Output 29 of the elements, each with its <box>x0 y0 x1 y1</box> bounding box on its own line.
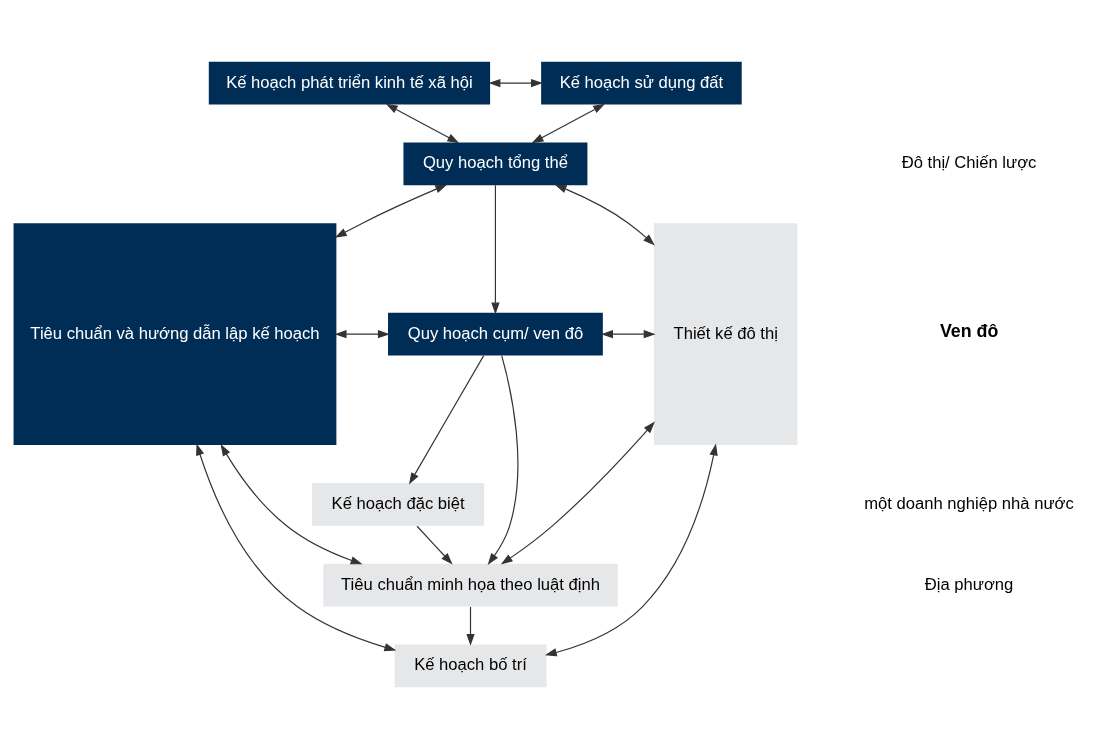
node-box: Quy hoạch cụm/ ven đô <box>388 312 603 356</box>
label: Địa phương <box>924 574 1014 594</box>
arrow <box>500 421 655 565</box>
arrow <box>334 184 448 238</box>
arrow <box>416 525 453 565</box>
node-box: Kế hoạch đặc biệt <box>312 483 485 526</box>
node-box: Kế hoạch phát triển kinh tế xã hội <box>208 61 491 105</box>
label: Ven đô <box>939 321 999 342</box>
arrow <box>531 103 606 144</box>
arrow <box>334 330 390 339</box>
node-box: Kế hoạch sử dụng đất <box>541 61 742 105</box>
label: một doanh nghiệp nhà nước <box>864 493 1074 513</box>
arrow <box>487 355 519 565</box>
arrow <box>488 78 543 88</box>
arrow <box>220 444 363 565</box>
arrow <box>601 330 656 339</box>
arrow <box>196 443 397 652</box>
node-box: Tiêu chuẩn và hướng dẫn lập kế hoạch <box>13 223 337 446</box>
arrow <box>385 103 460 144</box>
node-box: Kế hoạch bố trí <box>394 644 547 688</box>
arrow <box>554 184 655 246</box>
node-box: Thiết kế đô thị <box>653 223 798 446</box>
label: Đô thị/ Chiến lược <box>901 153 1037 173</box>
arrow <box>491 184 500 315</box>
arrow <box>466 606 475 646</box>
arrow <box>544 443 718 657</box>
node-box: Tiêu chuẩn minh họa theo luật định <box>323 563 618 607</box>
arrow <box>409 355 485 485</box>
node-box: Quy hoạch tổng thể <box>403 142 588 186</box>
